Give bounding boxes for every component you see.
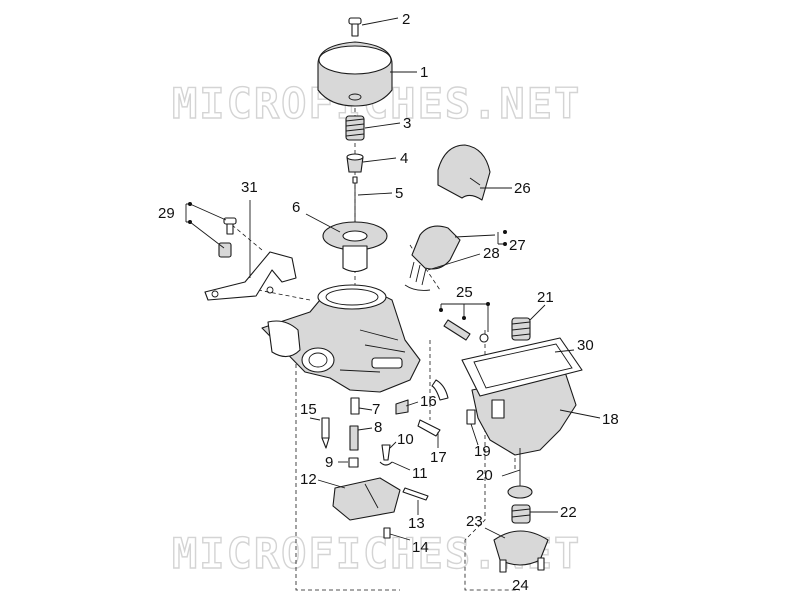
callout-9: 9 (325, 454, 333, 471)
callout-26: 26 (514, 180, 531, 197)
callout-15: 15 (300, 401, 317, 418)
group-bullets (188, 202, 507, 320)
part-spring-21 (511, 317, 531, 341)
callout-21: 21 (537, 289, 554, 306)
callout-30: 30 (577, 337, 594, 354)
callout-24: 24 (512, 577, 529, 594)
part-bracket (204, 251, 297, 301)
part-needle-holder (346, 153, 364, 173)
part-lower-valve (493, 448, 549, 573)
callout-4: 4 (400, 150, 408, 167)
callout-10: 10 (397, 431, 414, 448)
callout-12: 12 (300, 471, 317, 488)
part-screw-top (348, 17, 362, 37)
part-spring-top (345, 115, 365, 141)
part-pin-screw (383, 487, 429, 539)
part-jets (321, 397, 360, 468)
callout-28: 28 (483, 245, 500, 262)
callout-3: 3 (403, 115, 411, 132)
callout-6: 6 (292, 199, 300, 216)
callout-22: 22 (560, 504, 577, 521)
callout-1: 1 (420, 64, 428, 81)
callout-16: 16 (420, 393, 437, 410)
part-cap (437, 144, 491, 201)
part-jet-needle (352, 176, 358, 222)
part-float-bowl (471, 371, 577, 456)
callout-25: 25 (456, 284, 473, 301)
part-diaphragm (322, 221, 388, 273)
callout-11: 11 (412, 465, 428, 482)
part-float (332, 477, 401, 521)
callout-2: 2 (402, 11, 410, 28)
callout-20: 20 (476, 467, 493, 484)
part-top-cover (317, 41, 393, 107)
callout-19: 19 (474, 443, 491, 460)
callout-17: 17 (430, 449, 447, 466)
callout-5: 5 (395, 185, 403, 202)
callout-7: 7 (372, 401, 380, 418)
part-gasket (461, 337, 583, 397)
callout-23: 23 (466, 513, 483, 530)
part-screw-19 (466, 409, 476, 425)
callout-labels: 2 1 3 4 5 6 26 27 28 31 29 25 21 30 18 1… (158, 11, 619, 594)
callout-18: 18 (602, 411, 619, 428)
callout-8: 8 (374, 419, 382, 436)
part-pilot-items (431, 319, 489, 401)
part-starter-valve (404, 225, 461, 291)
callout-31: 31 (241, 179, 258, 196)
callout-14: 14 (412, 539, 429, 556)
part-carburetor-body (261, 284, 421, 393)
part-small-fittings (379, 399, 441, 466)
callout-29: 29 (158, 205, 175, 222)
part-adjust-screw (218, 217, 237, 258)
callout-13: 13 (408, 515, 425, 532)
callout-27: 27 (509, 237, 526, 254)
leader-lines (185, 17, 601, 541)
